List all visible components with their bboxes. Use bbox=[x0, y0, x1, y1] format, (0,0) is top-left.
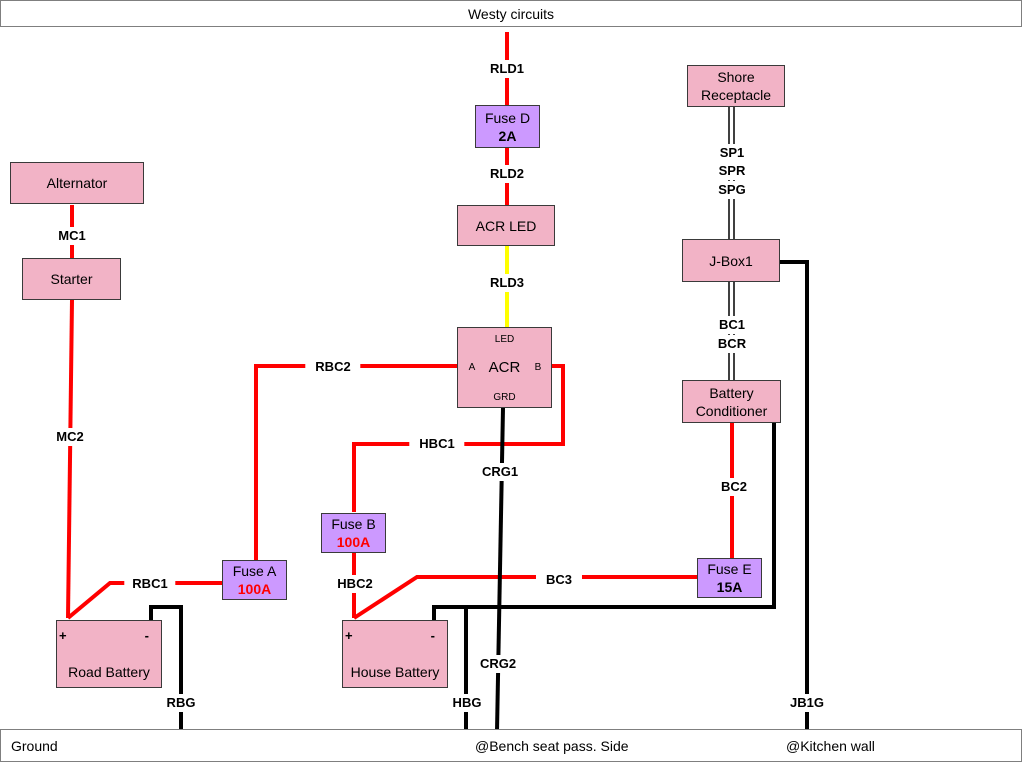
diagram-title: Westy circuits bbox=[467, 5, 555, 22]
house-battery-minus: - bbox=[430, 628, 435, 643]
fuse-b-rating: 100A bbox=[336, 534, 371, 550]
label-bcr: BCR bbox=[714, 335, 750, 353]
wire-mc2 bbox=[66, 299, 74, 619]
wire-bc3 bbox=[352, 575, 697, 620]
house-battery-label: House Battery bbox=[350, 664, 440, 680]
wire-crg bbox=[495, 407, 505, 732]
wire-jb1g bbox=[779, 260, 809, 731]
road-battery-minus: - bbox=[144, 628, 149, 643]
acr-label: ACR bbox=[488, 358, 521, 376]
fuse-a-rating: 100A bbox=[237, 581, 272, 597]
header-band: Westy circuits bbox=[0, 0, 1022, 27]
fuse-e-name: Fuse E bbox=[707, 561, 752, 577]
wire-rbc1 bbox=[66, 581, 222, 620]
label-rld1: RLD1 bbox=[487, 60, 527, 78]
alternator-label: Alternator bbox=[46, 175, 108, 191]
fuse-e-rating: 15A bbox=[716, 579, 743, 595]
fuse-d-rating: 2A bbox=[498, 127, 517, 144]
road-battery-label: Road Battery bbox=[68, 664, 150, 680]
fuse-b-name: Fuse B bbox=[331, 516, 376, 532]
label-jb1g: JB1G bbox=[787, 694, 827, 712]
acr-pin-led: LED bbox=[494, 334, 515, 345]
footer-ground: Ground bbox=[11, 737, 58, 754]
road-battery[interactable]: + - Road Battery bbox=[56, 620, 162, 688]
label-crg1: CRG1 bbox=[478, 463, 522, 481]
shore-line1: Shore bbox=[717, 69, 755, 85]
label-rld2: RLD2 bbox=[487, 165, 527, 183]
road-battery-plus: + bbox=[59, 628, 67, 643]
starter-label: Starter bbox=[50, 271, 93, 287]
starter-box[interactable]: Starter bbox=[22, 258, 121, 300]
wire-rbg bbox=[149, 605, 183, 731]
label-spr: SPR bbox=[715, 162, 749, 180]
fuse-e[interactable]: Fuse E 15A bbox=[697, 558, 762, 598]
label-mc1: MC1 bbox=[55, 227, 89, 245]
fuse-a-name: Fuse A bbox=[232, 563, 277, 579]
jbox1-label: J-Box1 bbox=[709, 252, 753, 269]
label-sp1: SP1 bbox=[716, 144, 748, 162]
shore-receptacle-box[interactable]: Shore Receptacle bbox=[687, 65, 785, 107]
house-battery[interactable]: + - House Battery bbox=[342, 620, 448, 688]
wire-hbg bbox=[432, 423, 776, 620]
conditioner-line2: Conditioner bbox=[695, 402, 768, 419]
footer-kitchen: @Kitchen wall bbox=[786, 737, 875, 754]
acr-pin-a: A bbox=[468, 361, 476, 373]
acr-pin-grd: GRD bbox=[493, 392, 516, 403]
fuse-d-name: Fuse D bbox=[484, 109, 531, 126]
shore-line2: Receptacle bbox=[700, 87, 772, 103]
acr-led-box[interactable]: ACR LED bbox=[457, 205, 555, 246]
label-rbg: RBG bbox=[163, 694, 199, 712]
label-bc3: BC3 bbox=[535, 571, 583, 589]
battery-conditioner-box[interactable]: Battery Conditioner bbox=[682, 380, 781, 423]
wire-rbc2 bbox=[254, 364, 458, 562]
label-hbg: HBG bbox=[449, 694, 485, 712]
label-hbc1: HBC1 bbox=[409, 435, 465, 453]
fuse-d[interactable]: Fuse D 2A bbox=[475, 105, 540, 148]
wire-acr-b bbox=[352, 364, 565, 512]
label-rbc2: RBC2 bbox=[305, 358, 361, 376]
alternator-box[interactable]: Alternator bbox=[10, 162, 144, 204]
fuse-a[interactable]: Fuse A 100A bbox=[222, 560, 287, 600]
label-mc2: MC2 bbox=[53, 428, 87, 446]
fuse-b[interactable]: Fuse B 100A bbox=[321, 513, 386, 553]
acr-box[interactable]: LED A ACR B GRD bbox=[457, 327, 552, 408]
label-bc2: BC2 bbox=[717, 478, 751, 496]
label-rld3: RLD3 bbox=[487, 274, 527, 292]
label-spg: SPG bbox=[715, 181, 749, 199]
jbox1-box[interactable]: J-Box1 bbox=[682, 239, 780, 282]
label-hbc2: HBC2 bbox=[334, 575, 376, 593]
acr-led-label: ACR LED bbox=[475, 217, 537, 234]
footer-bench: @Bench seat pass. Side bbox=[475, 737, 629, 754]
footer-band: Ground @Bench seat pass. Side @Kitchen w… bbox=[0, 729, 1022, 762]
label-crg2: CRG2 bbox=[476, 655, 520, 673]
house-battery-plus: + bbox=[345, 628, 353, 643]
conditioner-line1: Battery bbox=[709, 384, 754, 401]
acr-pin-b: B bbox=[534, 361, 542, 373]
label-bc1: BC1 bbox=[715, 316, 749, 334]
label-rbc1: RBC1 bbox=[124, 575, 176, 593]
